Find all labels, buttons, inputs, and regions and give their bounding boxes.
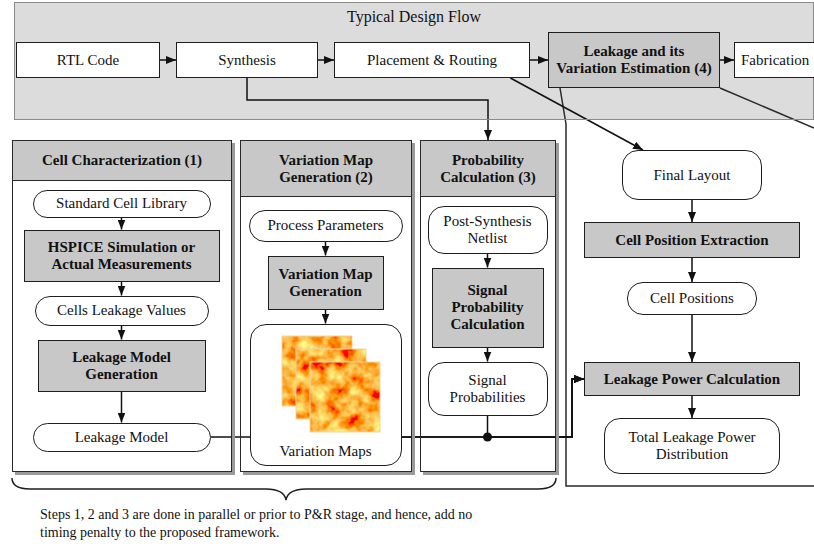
data-box: Cell Positions (627, 282, 757, 315)
box-label: Synthesis (218, 52, 276, 69)
box-label: Signal Probability Calculation (438, 282, 538, 332)
flow-arrow (325, 242, 327, 256)
curly-brace (12, 478, 556, 500)
data-box: Cells Leakage Values (35, 296, 209, 326)
flow-arrow (247, 78, 488, 140)
box-label: Process Parameters (267, 217, 383, 234)
data-box: Final Layout (622, 150, 762, 200)
zoom-line (720, 88, 814, 128)
flow-arrow (691, 315, 693, 362)
flow-arrow (487, 348, 489, 362)
data-box: Standard Cell Library (33, 190, 211, 218)
box-label: Placement & Routing (367, 52, 497, 69)
label-holder: Variation Maps (251, 443, 401, 460)
box-label: Cells Leakage Values (57, 302, 186, 319)
flow-box: Fabrication (734, 42, 814, 78)
box-label: Total Leakage Power Distribution (610, 429, 774, 463)
flow-arrow (691, 200, 693, 222)
box-label: Leakage Model (75, 429, 169, 446)
step-panel: Variation Map Generation (2) Process Para… (240, 140, 412, 472)
box-label: Post-Synthesis Netlist (434, 213, 542, 247)
band-title: Typical Design Flow (347, 8, 481, 25)
panel-header: Probability Calculation (3) (421, 141, 555, 197)
panel-header: Cell Characterization (1) (13, 141, 231, 181)
variation-map-images (256, 328, 406, 438)
data-box: Leakage Model (33, 423, 211, 452)
box-label: HSPICE Simulation or Actual Measurements (30, 239, 214, 273)
footnote: Steps 1, 2 and 3 are done in parallel or… (40, 506, 490, 541)
box-label: Standard Cell Library (56, 195, 187, 212)
variation-map (310, 362, 380, 432)
box-label: Cell Position Extraction (615, 232, 768, 249)
process-box: HSPICE Simulation or Actual Measurements (24, 230, 220, 282)
box-label: Variation Map Generation (274, 266, 378, 300)
box-label: Leakage Model Generation (44, 349, 200, 383)
box-label: Final Layout (653, 167, 730, 184)
step-panel: Cell Characterization (1) Standard Cell L… (12, 140, 232, 472)
data-box: Signal Probabilities (428, 362, 548, 416)
process-box: Leakage Power Calculation (584, 362, 800, 396)
flow-arrow (530, 59, 548, 61)
panel-header: Variation Map Generation (2) (241, 141, 411, 197)
flow-box: Placement & Routing (334, 42, 530, 78)
panel-title: Variation Map Generation (2) (245, 152, 407, 186)
step-panel: Probability Calculation (3) Post-Synthesi… (420, 140, 556, 472)
process-box: Variation Map Generation (268, 256, 384, 310)
box-label: Variation Maps (279, 443, 371, 459)
box-label: Signal Probabilities (434, 372, 542, 406)
process-box: Leakage Model Generation (38, 340, 206, 392)
flow-arrow (121, 282, 123, 296)
flow-arrow (691, 396, 693, 418)
flow-arrow (121, 326, 123, 340)
title-holder: Typical Design Flow (15, 8, 813, 26)
process-box: Cell Position Extraction (584, 222, 800, 258)
zoom-outline (560, 88, 814, 486)
box-label: Leakage and its Variation Estimation (4) (554, 43, 714, 77)
data-box: Process Parameters (249, 210, 403, 242)
flow-arrow (121, 392, 123, 423)
box-label: Fabrication (741, 52, 809, 69)
process-box: Signal Probability Calculation (432, 268, 544, 348)
data-box: Post-Synthesis Netlist (428, 206, 548, 254)
flow-arrow (691, 258, 693, 282)
flow-box: Synthesis (176, 42, 318, 78)
box-label: RTL Code (57, 52, 119, 69)
box-label: Cell Positions (650, 290, 734, 307)
flow-arrow (121, 218, 123, 230)
flow-arrow (487, 254, 489, 268)
map-frame (310, 362, 380, 432)
design-flow-band: Typical Design FlowRTL Code Synthesis Plac… (14, 2, 814, 120)
data-box: Total Leakage Power Distribution (604, 418, 780, 474)
flow-arrow (160, 59, 176, 61)
process-box: Leakage and its Variation Estimation (4) (548, 32, 720, 88)
box-label: Leakage Power Calculation (604, 371, 780, 388)
flow-arrow (318, 59, 334, 61)
panel-title: Probability Calculation (3) (425, 152, 551, 186)
panel-title: Cell Characterization (1) (42, 152, 202, 169)
flow-band-fill (14, 2, 814, 120)
flow-box: RTL Code (16, 42, 160, 78)
data-box: Variation Maps (250, 324, 402, 466)
junction-dot (483, 433, 492, 442)
flow-arrow (720, 59, 734, 61)
flow-arrow (325, 310, 327, 324)
